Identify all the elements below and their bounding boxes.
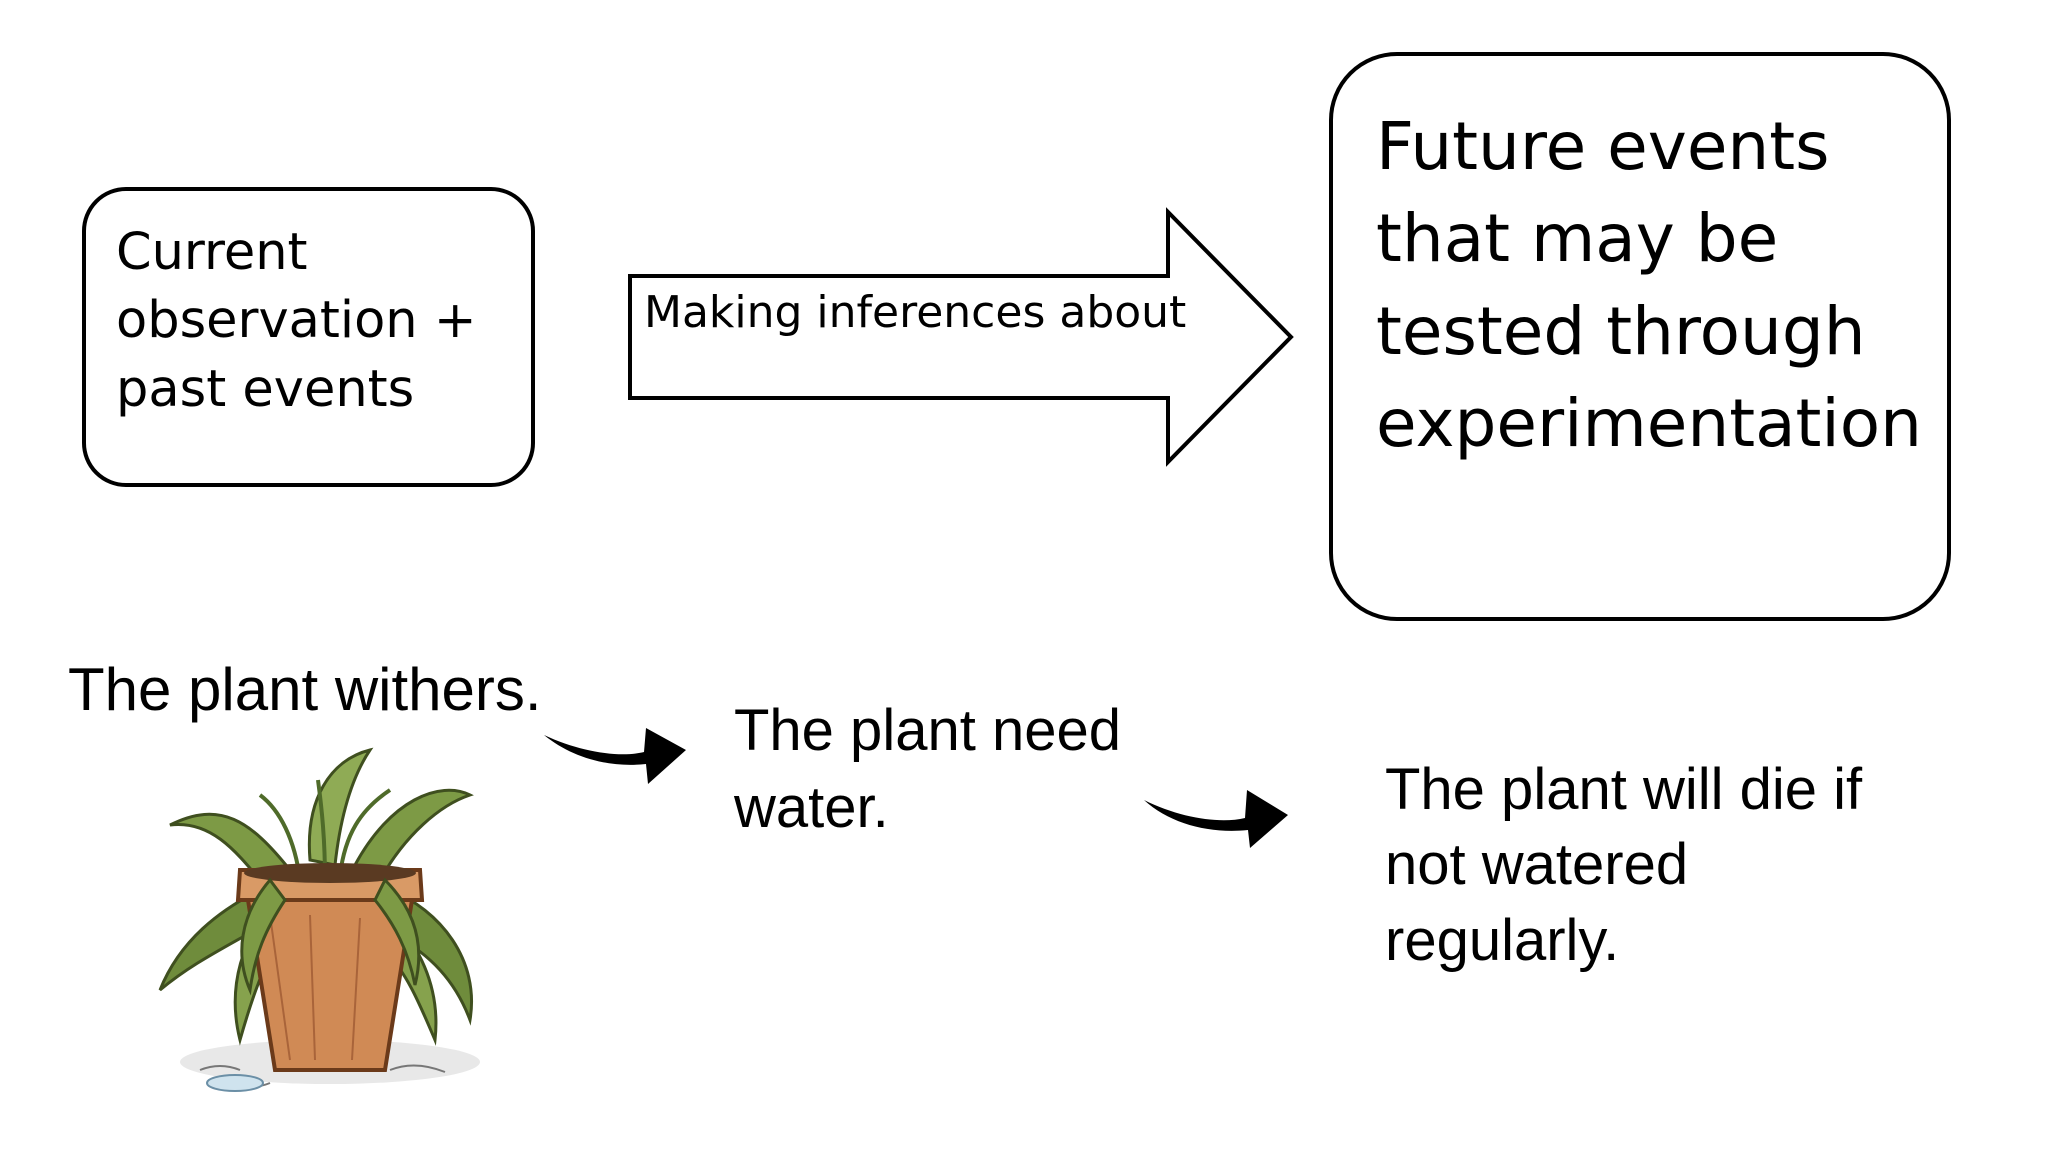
curved-arrow-icon: [1144, 790, 1288, 848]
curved-arrow-icon: [544, 728, 686, 784]
current-observation-text: Current observation + past events: [116, 223, 477, 419]
prediction-example: The plant will die if not watered regula…: [1385, 757, 1863, 973]
observation-example: The plant withers.: [68, 656, 542, 723]
future-events-text: Future events that may be tested through…: [1376, 108, 1922, 463]
future-events-box: Future events that may be tested through…: [1329, 52, 1951, 621]
inference-arrow-label: Making inferences about: [644, 287, 1187, 338]
current-observation-box: Current observation + past events: [82, 187, 535, 487]
block-arrow-icon: [628, 207, 1294, 467]
inference-example: The plant need water.: [734, 698, 1121, 841]
withered-plant-icon: [158, 747, 480, 1092]
withered-plant-illustration: [140, 740, 510, 1160]
